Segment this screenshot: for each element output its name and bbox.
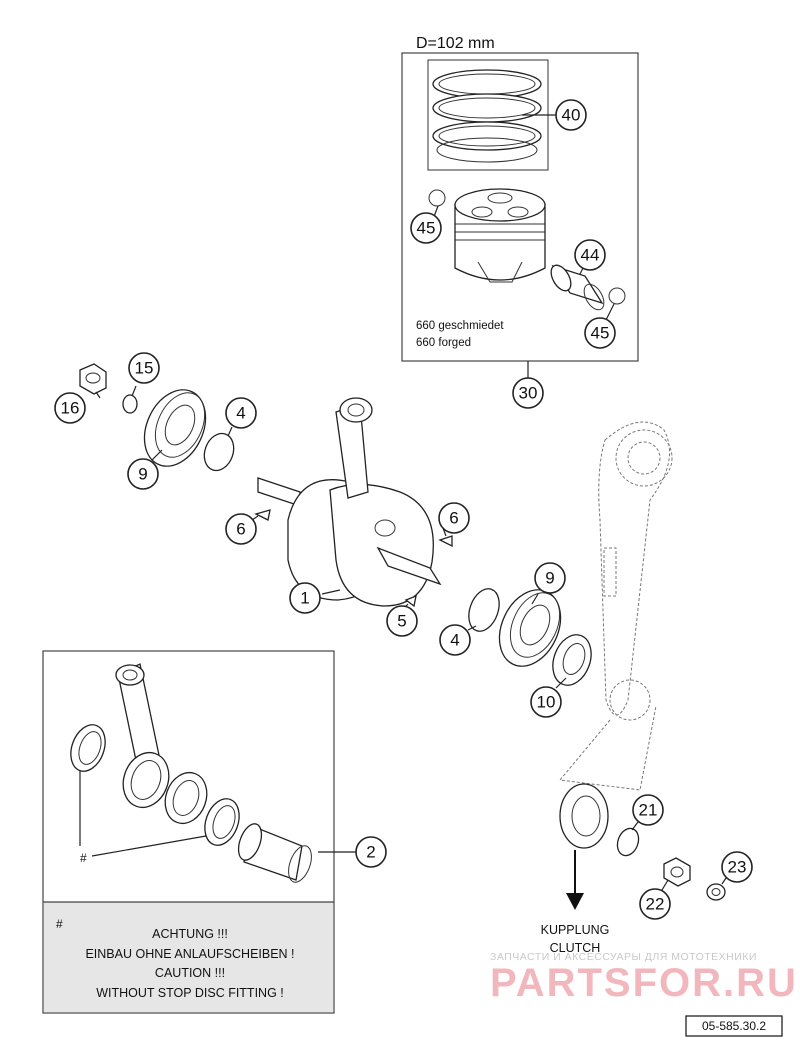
callout-10-number: 10: [537, 693, 556, 712]
callout-21-number: 21: [639, 801, 658, 820]
callout-2-number: 2: [366, 843, 375, 862]
leader-16: [95, 391, 101, 399]
clutch-arrow-head: [566, 893, 584, 910]
diameter-label: D=102 mm: [416, 35, 495, 52]
leader-22: [661, 879, 669, 891]
callout-40-number: 40: [562, 106, 581, 125]
key-5: [404, 594, 417, 608]
callout-6-right: 6: [438, 502, 470, 534]
callout-30: 30: [512, 377, 544, 409]
nut-16: [79, 363, 107, 395]
callout-23-number: 23: [728, 858, 747, 877]
callout-22: 22: [639, 888, 671, 920]
leader-9a: [151, 449, 163, 461]
leader-23: [721, 877, 727, 885]
hash-leader-right: [91, 835, 207, 857]
crankshaft: [257, 397, 442, 607]
circlip-21: [616, 827, 640, 857]
callout-10: 10: [530, 686, 562, 718]
callout-15-number: 15: [135, 359, 154, 378]
note-line-4: WITHOUT STOP DISC FITTING !: [96, 986, 284, 1000]
seal-10: [552, 634, 592, 686]
clutch-label-line-2: CLUTCH: [550, 941, 601, 955]
callout-1-number: 1: [300, 589, 309, 608]
thrust-washer-left: [70, 724, 106, 772]
leader-10: [555, 677, 567, 689]
callout-1: 1: [289, 582, 321, 614]
shim-left: [203, 432, 235, 472]
callout-30-number: 30: [519, 384, 538, 403]
callout-4-left: 4: [225, 397, 257, 429]
callout-23: 23: [721, 851, 753, 883]
circlip-left: [428, 189, 446, 207]
callout-4-left-number: 4: [236, 404, 245, 423]
callout-9-right-number: 9: [545, 569, 554, 588]
callout-21: 21: [632, 794, 664, 826]
shim-right: [468, 588, 500, 632]
leader-4b: [467, 625, 477, 631]
clutch-gear: [559, 783, 609, 849]
callout-4-right: 4: [439, 624, 471, 656]
crank-pin: [237, 823, 312, 883]
washer-23: [706, 883, 726, 901]
piston-note-line-2: 660 forged: [416, 337, 471, 349]
note-hash: #: [56, 917, 63, 931]
callout-40: 40: [555, 99, 587, 131]
woodruff-key-left: [254, 509, 271, 521]
callout-4-right-number: 4: [450, 631, 459, 650]
piston: [454, 188, 546, 283]
conrod-inset: [115, 663, 170, 809]
callout-6-right-number: 6: [449, 509, 458, 528]
note-line-1: ACHTUNG !!!: [152, 927, 228, 941]
callout-16: 16: [54, 392, 86, 424]
callout-45-top: 45: [410, 212, 442, 244]
woodruff-key-right: [438, 535, 453, 548]
leader-15: [131, 385, 137, 397]
leader-45b: [605, 303, 615, 321]
watermark-logo: PARTSFOR.RU: [490, 961, 798, 1005]
needle-bearing: [164, 771, 208, 825]
reference-code-box: [685, 1015, 783, 1037]
callout-9-left-number: 9: [138, 465, 147, 484]
clutch-label-line-1: KUPPLUNG: [541, 923, 610, 937]
callout-2: 2: [355, 836, 387, 868]
piston-note-line-1: 660 geschmiedet: [416, 320, 504, 332]
leader-1: [321, 589, 341, 595]
washer-15: [122, 394, 138, 414]
callout-16-number: 16: [61, 399, 80, 418]
callout-9-left: 9: [127, 458, 159, 490]
nut-22: [663, 857, 691, 887]
piston-pin: [550, 264, 605, 311]
piston-rings: [432, 69, 542, 163]
thrust-washer-right: [204, 798, 240, 846]
callout-5: 5: [386, 605, 418, 637]
note-box: [44, 902, 333, 1012]
callout-44: 44: [574, 239, 606, 271]
callout-5-number: 5: [397, 612, 406, 631]
callout-6-left-number: 6: [236, 520, 245, 539]
timing-chain: [559, 421, 673, 791]
note-line-2: EINBAU OHNE ANLAUFSCHEIBEN !: [85, 947, 294, 961]
leader-4a: [227, 426, 233, 437]
inset-hash-mark: #: [80, 851, 87, 865]
leader-9b: [531, 593, 539, 605]
piston-group-panel: [401, 52, 639, 362]
callout-45-bottom: 45: [584, 317, 616, 349]
circlip-right: [608, 287, 626, 305]
callout-9-right: 9: [534, 562, 566, 594]
conrod-inset-panel: [42, 650, 335, 1014]
bearing-left: [143, 389, 207, 467]
callout-15: 15: [128, 352, 160, 384]
watermark-caption: ЗАПЧАСТИ И АКСЕССУАРЫ ДЛЯ МОТОТЕХНИКИ: [490, 951, 757, 963]
leader-21: [631, 821, 639, 831]
callout-6-left: 6: [225, 513, 257, 545]
callout-45-top-number: 45: [417, 219, 436, 238]
note-line-3: CAUTION !!!: [155, 966, 225, 980]
reference-code: 05-585.30.2: [702, 1019, 766, 1033]
callout-45-bottom-number: 45: [591, 324, 610, 343]
callout-44-number: 44: [581, 246, 600, 265]
callout-22-number: 22: [646, 895, 665, 914]
